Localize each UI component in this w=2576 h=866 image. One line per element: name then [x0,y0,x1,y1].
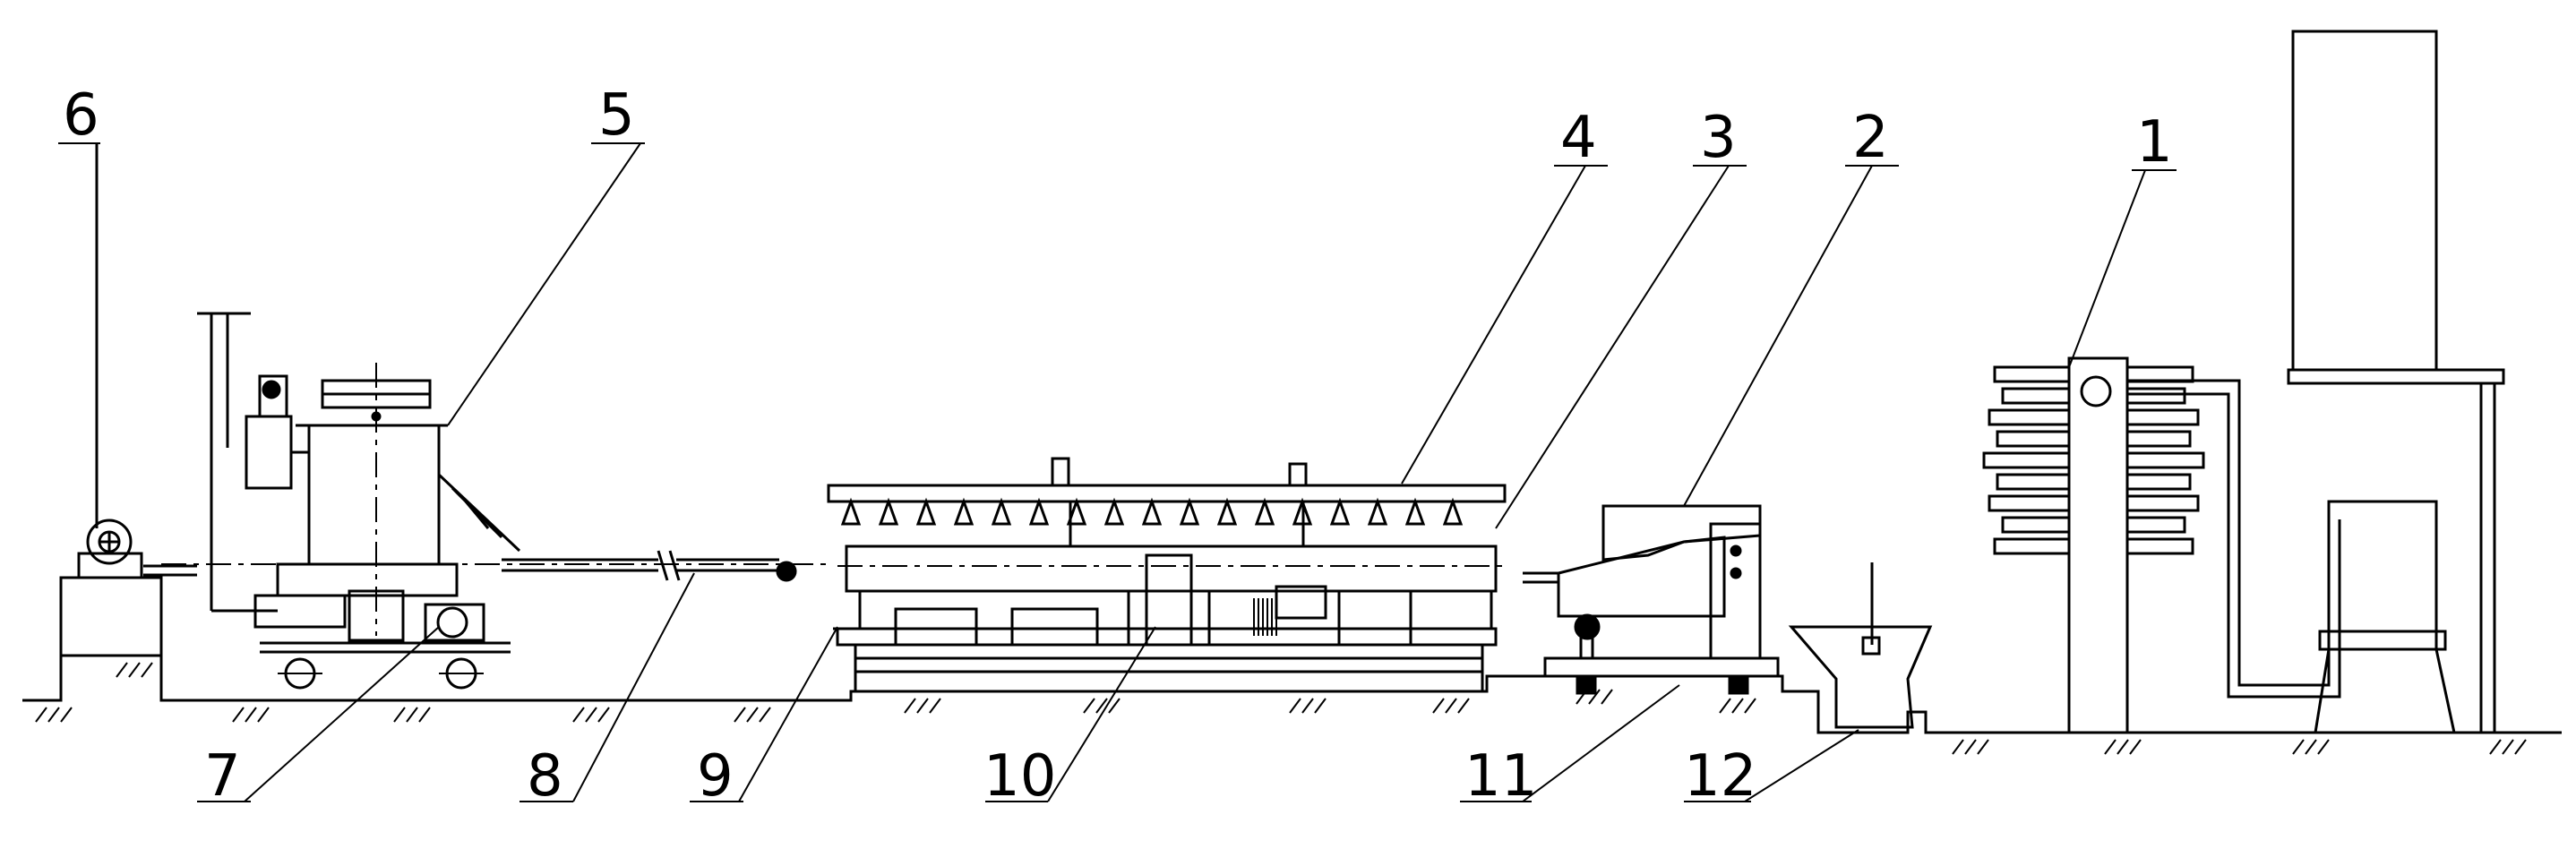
left-trolley [197,312,521,690]
leader-lines [58,142,2177,802]
label-9: 9 [697,743,734,810]
label-1: 1 [2136,109,2173,176]
label-12: 12 [1684,743,1756,810]
central-machine [827,457,1507,693]
bucket [1788,562,1933,729]
label-2: 2 [1852,105,1889,171]
winch-unit [59,143,197,657]
label-11: 11 [1464,743,1537,810]
furnace-tower [1982,30,2505,734]
label-8: 8 [527,743,563,810]
labels: 1 2 3 4 5 6 7 8 9 10 11 12 [63,82,2173,810]
label-7: 7 [204,743,241,810]
extruder-cart [1523,504,1780,695]
rod [161,550,833,582]
label-6: 6 [63,82,99,149]
label-4: 4 [1560,105,1597,171]
label-5: 5 [598,82,635,149]
label-3: 3 [1700,105,1737,171]
label-10: 10 [983,743,1056,810]
